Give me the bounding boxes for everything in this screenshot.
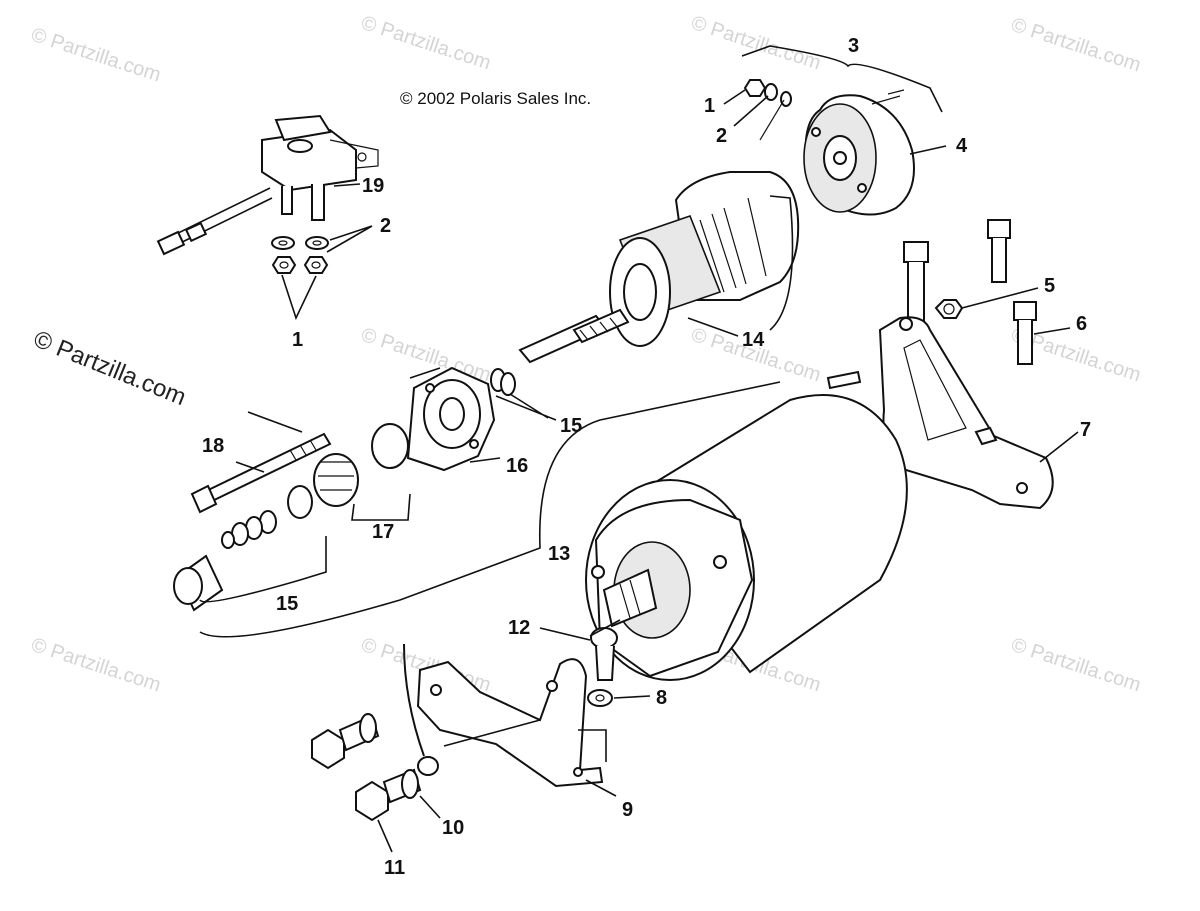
callout-5: 5 (1044, 275, 1055, 297)
copyright-notice: © 2002 Polaris Sales Inc. (400, 89, 591, 108)
bracket-17 (351, 493, 411, 521)
leader-lines (687, 195, 794, 337)
callout-2: 2 (380, 215, 391, 237)
leader-lines (495, 393, 557, 421)
callout-15: 15 (276, 593, 298, 615)
solenoid-washers-nuts[interactable] (271, 236, 329, 274)
mounting-bracket[interactable] (878, 316, 1054, 510)
callout-3: 3 (848, 35, 859, 57)
leader-lines (723, 89, 769, 127)
callout-13: 13 (548, 543, 570, 565)
armature-part[interactable] (518, 171, 800, 364)
watermark: © Partzilla.com (1008, 634, 1143, 697)
callout-15: 15 (560, 415, 582, 437)
end-cap-part[interactable] (803, 89, 915, 216)
bolt-a[interactable] (311, 713, 380, 770)
leader-line (613, 695, 651, 699)
callout-6: 6 (1076, 313, 1087, 335)
bracket-15 (199, 536, 327, 603)
callout-1: 1 (292, 329, 303, 351)
callout-4: 4 (956, 135, 968, 157)
bracket-3 (741, 45, 943, 113)
callout-16: 16 (506, 455, 528, 477)
leader-line (909, 145, 947, 155)
o-ring[interactable] (371, 423, 409, 469)
watermark: © Partzilla.com (358, 12, 493, 75)
leader-lines (539, 619, 621, 641)
leader-line (235, 461, 265, 473)
motor-housing[interactable] (585, 370, 908, 681)
leader-lines (961, 287, 1071, 335)
drive-pinion[interactable] (221, 453, 359, 549)
solenoid-part[interactable] (156, 114, 379, 256)
leader-lines (443, 719, 617, 797)
drive-end-plate[interactable] (406, 366, 496, 472)
callout-10: 10 (442, 817, 464, 839)
watermark-main: © Partzilla.com (30, 326, 190, 412)
watermark: © Partzilla.com (1008, 14, 1143, 77)
cap-screw[interactable] (590, 627, 618, 681)
callout-13-outline (199, 381, 781, 638)
callout-12: 12 (508, 617, 530, 639)
callout-19: 19 (362, 175, 384, 197)
watermark: © Partzilla.com (28, 634, 163, 697)
bolts-set[interactable] (903, 219, 1037, 365)
callout-9: 9 (622, 799, 633, 821)
callout-1: 1 (704, 95, 715, 117)
leader-line (469, 457, 501, 463)
callout-11: 11 (384, 857, 405, 879)
ground-wire[interactable] (403, 643, 439, 776)
callout-2: 2 (716, 125, 727, 147)
leader-lines (377, 795, 441, 853)
armature-washers[interactable] (490, 368, 516, 396)
leader-lines (247, 367, 441, 433)
callout-18: 18 (202, 435, 224, 457)
leader-line (1039, 431, 1079, 463)
callout-numbers: 1 2 3 4 2 19 1 5 6 7 14 15 15 16 17 18 1… (202, 35, 1091, 879)
callout-7: 7 (1080, 419, 1091, 441)
bolt-b[interactable] (355, 768, 422, 822)
watermark: © Partzilla.com (28, 24, 163, 87)
callout-14: 14 (742, 329, 765, 351)
leader-lines (281, 183, 373, 321)
drive-cap[interactable] (173, 554, 224, 612)
through-bolt[interactable] (190, 432, 332, 514)
callout-17: 17 (372, 521, 394, 543)
lower-bracket[interactable] (416, 658, 604, 788)
watermark: © Partzilla.com (688, 12, 823, 75)
callout-8: 8 (656, 687, 667, 709)
flat-washer[interactable] (587, 689, 613, 707)
